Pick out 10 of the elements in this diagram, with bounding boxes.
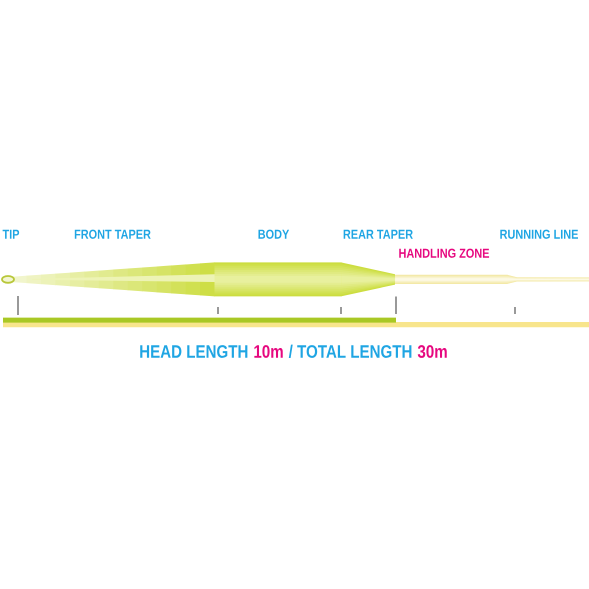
section-label: RUNNING LINE [500,230,578,239]
section-label: TIP [2,230,20,239]
length-value: 30m [418,345,447,358]
length-value: 10m [254,345,283,358]
length-label: HEAD LENGTH [140,345,248,358]
section-label: FRONT TAPER [74,230,151,239]
length-label: / TOTAL LENGTH [288,344,412,358]
section-label: BODY [258,230,290,239]
section-label: REAR TAPER [344,230,413,239]
section-label: HANDLING ZONE [399,248,490,258]
